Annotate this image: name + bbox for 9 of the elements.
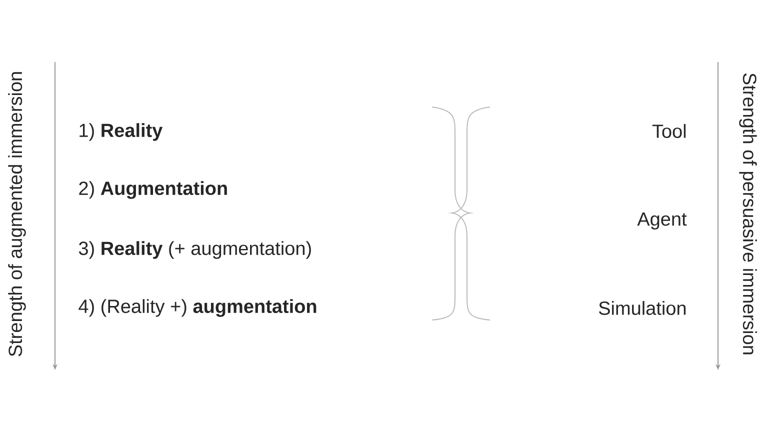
- axis-label: Strength of augmented immersion: [8, 72, 26, 356]
- category-label: Agent: [637, 212, 687, 230]
- list-item: 2) Augmentation: [79, 181, 227, 199]
- list-item: 1) Reality: [80, 123, 163, 141]
- list-item: 4) (Reality +) augmentation: [78, 299, 316, 317]
- category-label: Tool: [652, 124, 686, 138]
- category-label: Simulation: [598, 301, 686, 315]
- axis-label: Strength of persuasive immersion: [739, 73, 757, 354]
- list-item: 3) Reality (+ augmentation): [78, 241, 311, 259]
